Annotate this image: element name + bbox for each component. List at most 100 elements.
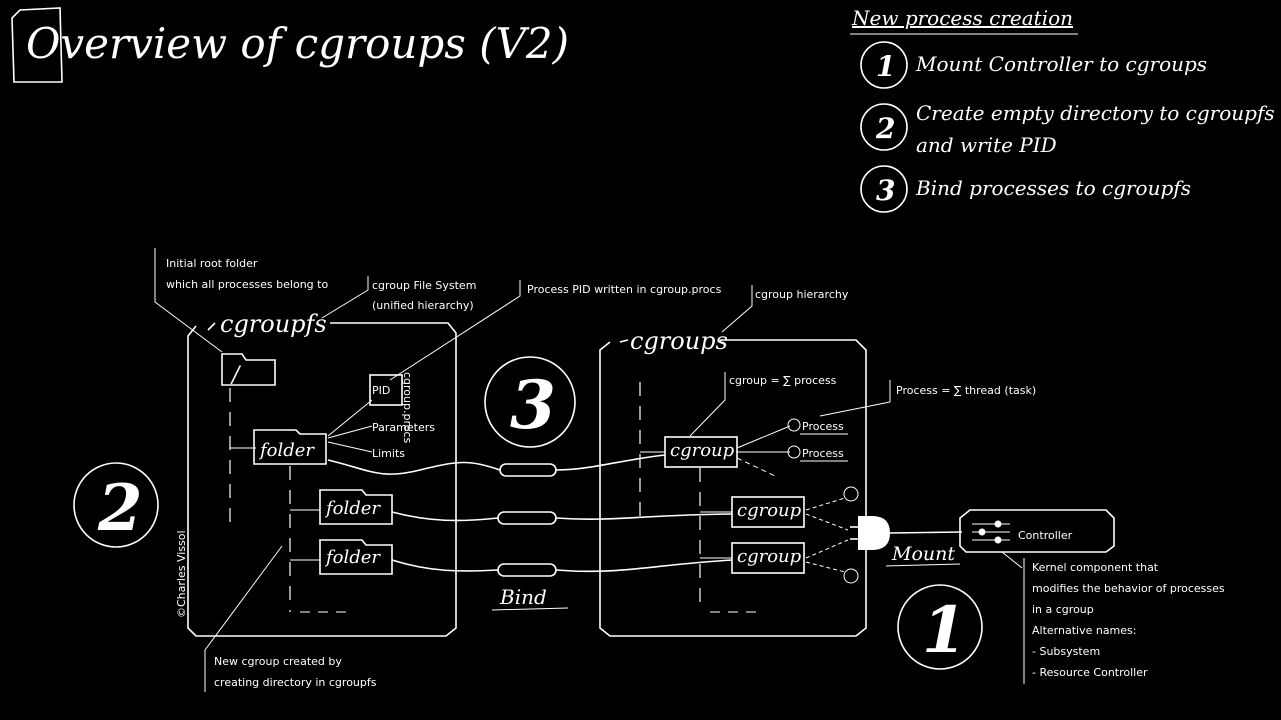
process-1-label: Process <box>802 420 844 433</box>
bind-link-3 <box>497 563 557 577</box>
process-2-label: Process <box>802 447 844 460</box>
page-title: Overview of cgroups (V2) <box>26 19 569 68</box>
process-more-connector <box>736 457 776 477</box>
mount-underline <box>885 563 961 567</box>
badge-1-number: 1 <box>922 593 967 668</box>
badge-2 <box>73 462 159 548</box>
parameters-connector <box>327 425 373 439</box>
folder-3-label: folder <box>324 547 381 568</box>
step-1-label: Mount Controller to cgroups <box>915 52 1207 76</box>
cgroupfs-title: cgroupfs <box>220 310 327 338</box>
controller-note-line6: - Resource Controller <box>1032 666 1148 679</box>
bind-link-2 <box>497 511 557 525</box>
step-2-number: 2 <box>875 112 895 145</box>
pid-file-icon <box>369 374 403 406</box>
process-1-gear-icon <box>787 418 801 432</box>
cgroup-2-box <box>731 496 805 528</box>
root-folder-label: / <box>230 363 242 388</box>
controller-note-line3: in a cgroup <box>1032 603 1094 616</box>
sliders-icon <box>972 520 1010 544</box>
bind-wire-2a <box>391 511 499 522</box>
step-2-label-line1: Create empty directory to cgroupfs <box>916 101 1275 125</box>
process-sum-leader <box>819 380 891 417</box>
gear-top-link <box>805 497 846 511</box>
folder-1-icon <box>253 429 327 465</box>
root-note-line2: which all processes belong to <box>166 278 328 291</box>
step-1: 1 Mount Controller to cgroups <box>860 41 1207 89</box>
bind-wire-3a <box>391 559 499 572</box>
pid-note-leader <box>389 280 521 381</box>
fs-note-line1: cgroup File System <box>372 279 476 292</box>
step-3-label: Bind processes to cgroupfs <box>915 176 1191 200</box>
cgroup-sum-note: cgroup = ∑ process <box>729 374 837 387</box>
folder-1-label: folder <box>258 440 315 461</box>
bind-wire-1b <box>555 454 666 471</box>
step-3-number: 3 <box>876 174 895 207</box>
mount-label: Mount <box>891 543 955 565</box>
cgroup-sum-leader <box>689 372 726 437</box>
cgroup-1-label: cgroup <box>670 440 735 461</box>
process-2-gear-icon <box>787 445 801 459</box>
controller-box <box>959 509 1115 553</box>
controller-note-leader <box>1001 551 1023 569</box>
newgroup-note-line2: creating directory in cgroupfs <box>214 676 377 689</box>
badge-3-number: 3 <box>510 366 556 444</box>
root-folder-icon <box>221 353 276 386</box>
step-1-number: 1 <box>876 50 895 83</box>
pid-file-sublabel: cgroup.procs <box>401 372 414 444</box>
newgroup-note-line1: New cgroup created by <box>214 655 342 668</box>
plug-icon <box>858 516 890 550</box>
cgroupfs-container <box>187 322 457 637</box>
newgroup-leader <box>204 545 283 651</box>
step-3: 3 Bind processes to cgroupfs <box>860 165 1191 213</box>
controller-gear-bottom-icon <box>843 568 859 584</box>
gear-bottom-link <box>805 561 846 573</box>
controller-note-line2: modifies the behavior of processes <box>1032 582 1225 595</box>
plug-link-2 <box>805 539 849 559</box>
root-note-leader <box>154 248 223 353</box>
title-bracket <box>11 7 63 83</box>
pid-note: Process PID written in cgroup.procs <box>527 283 722 296</box>
badge-2-number: 2 <box>97 471 143 546</box>
badge-3 <box>484 356 576 448</box>
limits-connector <box>327 441 373 453</box>
parameters-label: Parameters <box>372 421 435 434</box>
process-1-connector <box>736 425 791 449</box>
cgroup-3-box <box>731 542 805 574</box>
bind-wire-3b <box>555 559 733 573</box>
folder-2-label: folder <box>324 498 381 519</box>
pid-connector <box>327 399 373 437</box>
step-2-label-line2: and write PID <box>916 133 1057 157</box>
cgroups-title: cgroups <box>630 327 728 355</box>
fs-note-leader <box>321 276 369 319</box>
step-2: 2 Create empty directory to cgroupfs and… <box>860 101 1275 157</box>
controller-note-line5: - Subsystem <box>1032 645 1100 658</box>
hierarchy-note: cgroup hierarchy <box>755 288 849 301</box>
controller-note-line4: Alternative names: <box>1032 624 1136 637</box>
badge-1 <box>897 584 983 670</box>
folder-3-icon <box>319 539 393 575</box>
bind-label: Bind <box>499 585 547 609</box>
bind-wire-2b <box>555 513 733 521</box>
controller-label: Controller <box>1018 529 1073 542</box>
bind-underline <box>491 607 569 611</box>
step-2-badge <box>860 103 908 151</box>
fs-note-line2: (unified hierarchy) <box>372 299 474 312</box>
root-note-line1: Initial root folder <box>166 257 258 270</box>
hierarchy-note-leader <box>721 285 753 333</box>
steps-heading: New process creation <box>851 6 1073 30</box>
step-3-badge <box>860 165 908 213</box>
plug-cable <box>889 531 963 534</box>
process-sum-note: Process = ∑ thread (task) <box>896 384 1036 397</box>
cgroup-2-label: cgroup <box>737 500 802 521</box>
credit: ©Charles Vissol <box>175 530 188 618</box>
cgroup-3-label: cgroup <box>737 546 802 567</box>
bind-wire-1a <box>327 459 501 475</box>
controller-gear-top-icon <box>843 486 859 502</box>
bind-link-1 <box>499 463 557 477</box>
step-1-badge <box>860 41 908 89</box>
pid-file-label: PID <box>372 384 390 397</box>
folder-2-icon <box>319 489 393 525</box>
controller-note-line1: Kernel component that <box>1032 561 1159 574</box>
